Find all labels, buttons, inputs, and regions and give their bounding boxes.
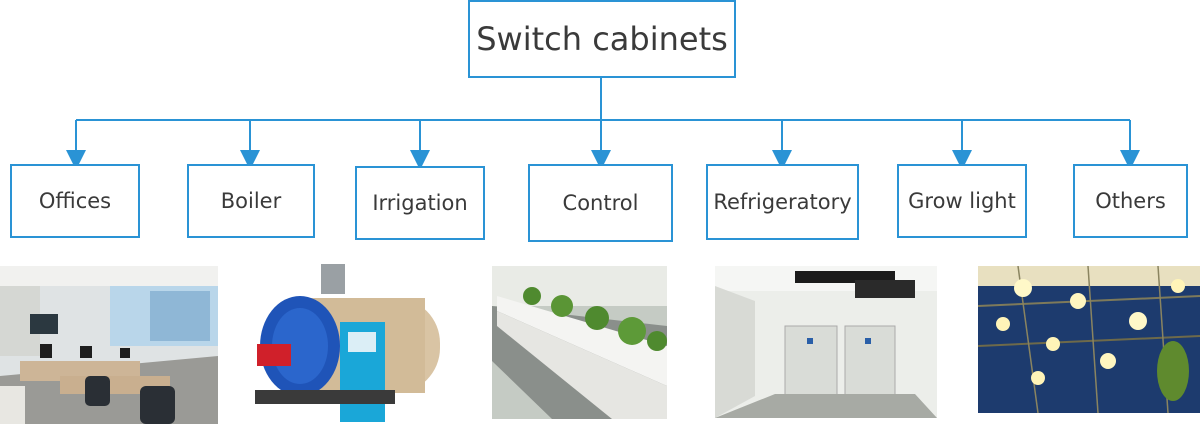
node-label: Others (1095, 189, 1166, 213)
node-refrigeratory: Refrigeratory (706, 164, 859, 240)
node-label: Boiler (220, 189, 282, 213)
arrows (66, 120, 1140, 170)
root-node: Switch cabinets (468, 0, 736, 78)
node-label: Control (562, 191, 639, 215)
greenhouse-seedling-photo (492, 266, 667, 419)
office-photo (0, 266, 218, 424)
root-label: Switch cabinets (476, 20, 728, 58)
cold-storage-room-photo (715, 266, 937, 418)
node-offices: Offices (10, 164, 140, 238)
node-control: Control (528, 164, 673, 242)
node-label: Offices (38, 189, 112, 213)
node-label: Refrigeratory (713, 190, 852, 214)
boiler-photo (245, 262, 450, 424)
node-irrigation: Irrigation (355, 166, 485, 240)
node-boiler: Boiler (187, 164, 315, 238)
node-grow-light: Grow light (897, 164, 1027, 238)
node-others: Others (1073, 164, 1188, 238)
node-label: Grow light (908, 189, 1016, 213)
grow-light-greenhouse-photo (978, 266, 1200, 413)
node-label: Irrigation (372, 191, 468, 215)
